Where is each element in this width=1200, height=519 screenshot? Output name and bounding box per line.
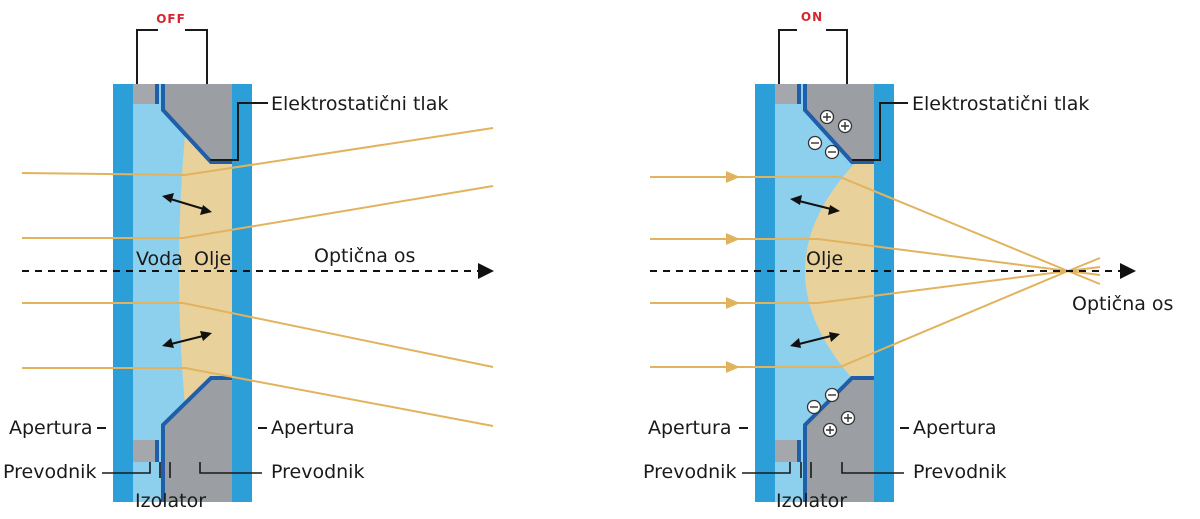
off-conductor-left-leader — [102, 462, 151, 474]
off-ray-1 — [21, 127, 494, 177]
off-pressure-bracket — [210, 102, 268, 161]
off-conductor-top — [161, 84, 232, 164]
off-ray-4 — [22, 367, 494, 427]
off-switch-label: OFF — [156, 12, 186, 26]
arrowhead-icon — [726, 171, 740, 183]
double-arrow-icon — [162, 193, 212, 215]
on-conductor-bottom — [803, 376, 874, 502]
off-conductor-right-label: Prevodnik — [271, 461, 364, 483]
off-ray-3 — [22, 302, 494, 368]
minus-in-circle-icon — [824, 144, 840, 160]
on-aperture-left-label: Apertura — [648, 417, 732, 439]
double-arrow-icon — [162, 331, 212, 348]
off-electrode-top — [163, 84, 232, 162]
on-oil-label: Olje — [806, 248, 843, 270]
on-insulator-strip-top — [797, 84, 801, 104]
minus-in-circle-icon — [806, 399, 822, 415]
on-ray-1 — [650, 176, 1101, 285]
double-arrow-icon — [790, 195, 840, 215]
on-switch-label: ON — [801, 10, 823, 24]
off-conductor-right-leader — [199, 462, 262, 474]
on-conductor-right-label: Prevodnik — [913, 461, 1006, 483]
arrowhead-icon — [726, 233, 740, 245]
on-insulator-label: Izolator — [776, 490, 847, 512]
on-conductor-right-leader — [841, 462, 904, 474]
off-insulator-strip-bottom — [155, 440, 159, 462]
off-conductor-bottom — [161, 376, 232, 502]
on-oil — [805, 160, 874, 385]
off-oil-label: Olje — [194, 248, 231, 270]
plus-in-circle-icon — [840, 410, 856, 426]
on-switch-wire — [778, 29, 797, 84]
on-conductor-top — [803, 84, 874, 164]
off-pressure-label: Elektrostatični tlak — [271, 93, 448, 115]
axis-arrowhead-icon — [1120, 263, 1136, 279]
on-insulator-strip-bottom — [797, 440, 801, 462]
on-conductor-left-leader — [742, 462, 791, 474]
on-aperture-right-label: Apertura — [913, 417, 997, 439]
off-axis-label: Optična os — [314, 245, 415, 267]
on-switch-wire-right — [826, 29, 848, 84]
minus-in-circle-icon — [807, 135, 823, 151]
off-insulator-top — [133, 84, 155, 104]
off-insulator-label: Izolator — [135, 490, 206, 512]
on-insulator-bottom — [775, 440, 797, 462]
off-conductor-left-label: Prevodnik — [3, 461, 96, 483]
minus-in-circle-icon — [824, 387, 840, 403]
off-ray-2 — [22, 185, 494, 239]
off-outer-glass-left — [113, 84, 133, 502]
double-arrow-icon — [790, 332, 840, 348]
off-panel: OFF Elektrostatični tlak — [3, 12, 494, 512]
off-insulator-bottom — [133, 440, 155, 462]
on-axis-label: Optična os — [1072, 293, 1173, 315]
off-switch-wire — [136, 29, 158, 84]
arrowhead-icon — [726, 361, 740, 373]
arrowhead-icon — [726, 297, 740, 309]
plus-in-circle-icon — [822, 422, 838, 438]
on-conductor-left-label: Prevodnik — [643, 461, 736, 483]
off-switch-wire-right — [185, 29, 208, 84]
off-aperture-left-label: Apertura — [9, 417, 93, 439]
off-insulator-strip-top — [155, 84, 159, 104]
off-water-label: Voda — [136, 248, 183, 270]
axis-arrowhead-icon — [478, 263, 494, 279]
on-insulator-top — [775, 84, 797, 104]
on-pressure-label: Elektrostatični tlak — [912, 93, 1089, 115]
plus-in-circle-icon — [819, 109, 835, 125]
plus-in-circle-icon — [837, 118, 853, 134]
on-ray-4 — [650, 257, 1101, 368]
on-panel: ON — [643, 10, 1173, 512]
on-outer-glass-right — [874, 84, 894, 502]
on-outer-glass-left — [755, 84, 775, 502]
off-aperture-right-label: Apertura — [271, 417, 355, 439]
on-pressure-bracket — [852, 102, 908, 161]
off-outer-glass-right — [232, 84, 252, 502]
